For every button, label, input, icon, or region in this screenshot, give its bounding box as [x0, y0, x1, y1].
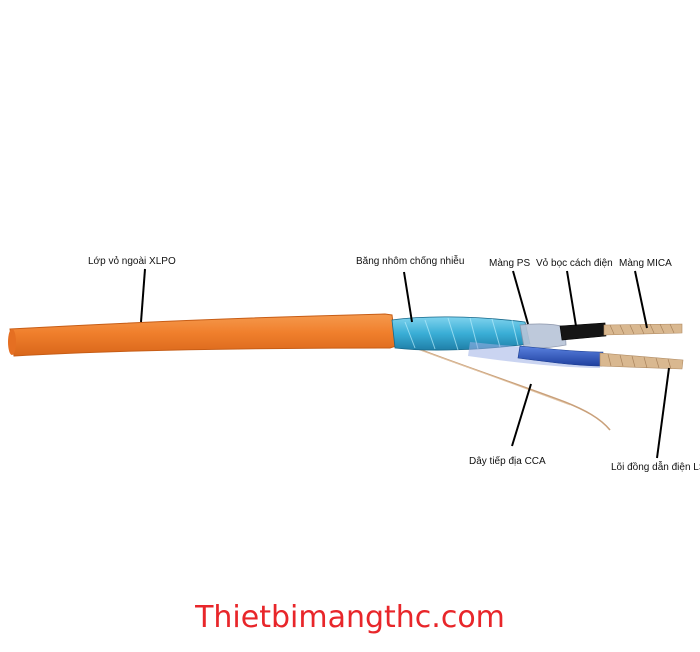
ps-film	[519, 323, 567, 349]
leader-mica-film	[634, 270, 648, 329]
leader-aluminum-shield	[403, 271, 413, 323]
label-insulation: Vỏ bọc cách điện	[536, 258, 613, 269]
label-mica-film: Màng MICA	[619, 258, 672, 269]
copper-core-upper	[603, 323, 683, 336]
label-copper-core: Lõi đồng dẫn điện LSZH	[611, 462, 700, 473]
outer-sheath	[9, 313, 397, 357]
brand-watermark: Thietbimangthc.com	[195, 600, 505, 635]
leader-insulation	[566, 270, 577, 327]
label-drain-wire: Dây tiếp địa CCA	[469, 456, 546, 467]
label-outer-sheath: Lớp vỏ ngoài XLPO	[88, 256, 176, 267]
leader-drain-wire	[511, 383, 532, 447]
sheath-end	[8, 329, 16, 355]
leader-outer-sheath	[140, 268, 146, 323]
leader-copper-core	[656, 367, 670, 459]
black-insulation	[559, 322, 607, 341]
label-ps-film: Màng PS	[489, 258, 531, 269]
label-aluminum-shield: Băng nhôm chống nhiễu	[356, 256, 465, 267]
leader-ps-film	[512, 270, 529, 325]
